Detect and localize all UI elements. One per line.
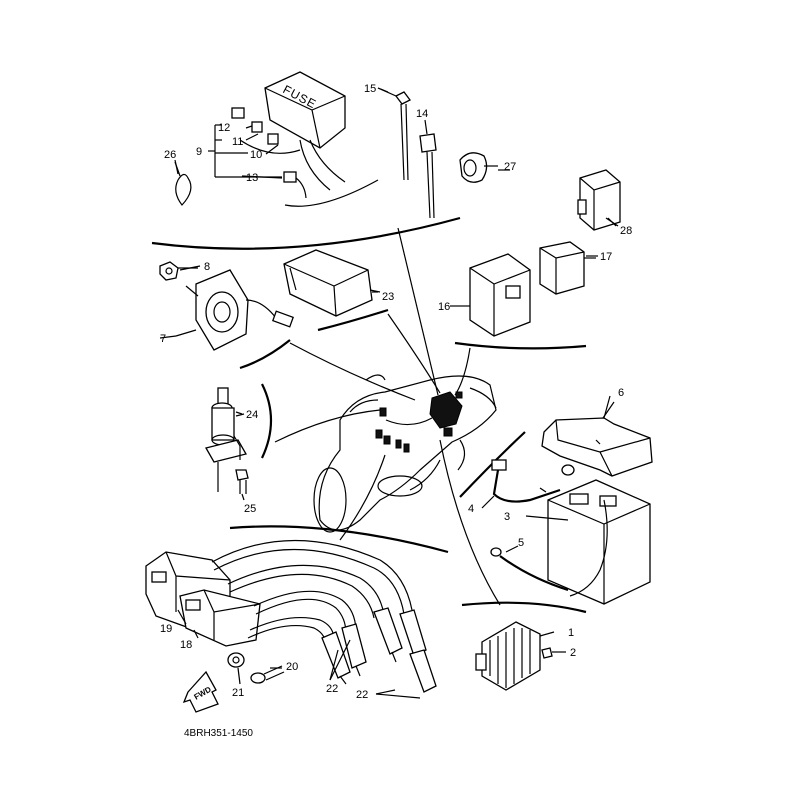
callout-10: 10 <box>250 149 262 161</box>
callout-21: 21 <box>232 687 244 699</box>
callout-9: 9 <box>196 146 202 158</box>
callout-numbers: 1 2 3 4 5 6 7 8 9 10 11 12 13 14 15 16 1… <box>160 83 632 701</box>
callout-20: 20 <box>286 661 298 673</box>
high-tension-leads <box>211 539 413 647</box>
rectifier-regulator-icon <box>475 621 541 691</box>
cable-tie-14 <box>419 119 437 219</box>
callout-4: 4 <box>468 503 474 515</box>
callout-19: 19 <box>160 623 172 635</box>
clamp-27 <box>459 152 498 183</box>
fwd-arrow-icon: FWD <box>182 670 219 713</box>
relay-icon <box>577 169 621 231</box>
callout-28: 28 <box>620 225 632 237</box>
callout-26: 26 <box>164 149 176 161</box>
battery-icon <box>547 479 651 605</box>
callout-8: 8 <box>204 261 210 273</box>
spark-plug-caps <box>321 607 437 693</box>
motorcycle-outline <box>313 374 497 533</box>
nut-8 <box>159 261 198 281</box>
callout-27: 27 <box>504 161 516 173</box>
bolt-2 <box>541 647 566 659</box>
callout-5: 5 <box>518 537 524 549</box>
callout-23: 23 <box>382 291 394 303</box>
callout-leaders-22 <box>329 639 421 699</box>
ignition-coil-icon <box>145 551 261 647</box>
drawing-code: 4BRH351-1450 <box>184 728 253 739</box>
callout-22a: 22 <box>326 683 338 695</box>
callout-13: 13 <box>246 172 258 184</box>
callout-7: 7 <box>160 333 166 345</box>
cable-tie-15 <box>377 87 411 181</box>
callout-6: 6 <box>618 387 624 399</box>
callout-1: 1 <box>568 627 574 639</box>
horn-7 <box>175 269 295 351</box>
bolt-25 <box>235 469 249 494</box>
callout-17: 17 <box>600 251 612 263</box>
callout-25: 25 <box>244 503 256 515</box>
bolt-20 <box>250 665 285 684</box>
callout-24: 24 <box>246 409 258 421</box>
cable-4 <box>491 459 575 503</box>
callout-18: 18 <box>180 639 192 651</box>
callout-leader-lines <box>159 87 617 685</box>
callout-14: 14 <box>416 108 428 120</box>
callout-12: 12 <box>218 122 230 134</box>
fuse-pieces <box>231 107 307 199</box>
control-unit-16 <box>460 253 531 337</box>
battery-cover-6 <box>541 401 653 477</box>
callout-15: 15 <box>364 83 376 95</box>
callout-2: 2 <box>570 647 576 659</box>
callout-22b: 22 <box>356 689 368 701</box>
callout-3: 3 <box>504 511 510 523</box>
nut-21 <box>227 652 245 668</box>
callout-11: 11 <box>232 136 243 148</box>
fuse-box-icon: FUSE <box>239 71 379 207</box>
main-switch-icon <box>205 387 247 492</box>
relay-17 <box>539 241 596 295</box>
callout-16: 16 <box>438 301 450 313</box>
cable-5 <box>490 547 569 592</box>
igniter-unit-23 <box>283 249 381 317</box>
